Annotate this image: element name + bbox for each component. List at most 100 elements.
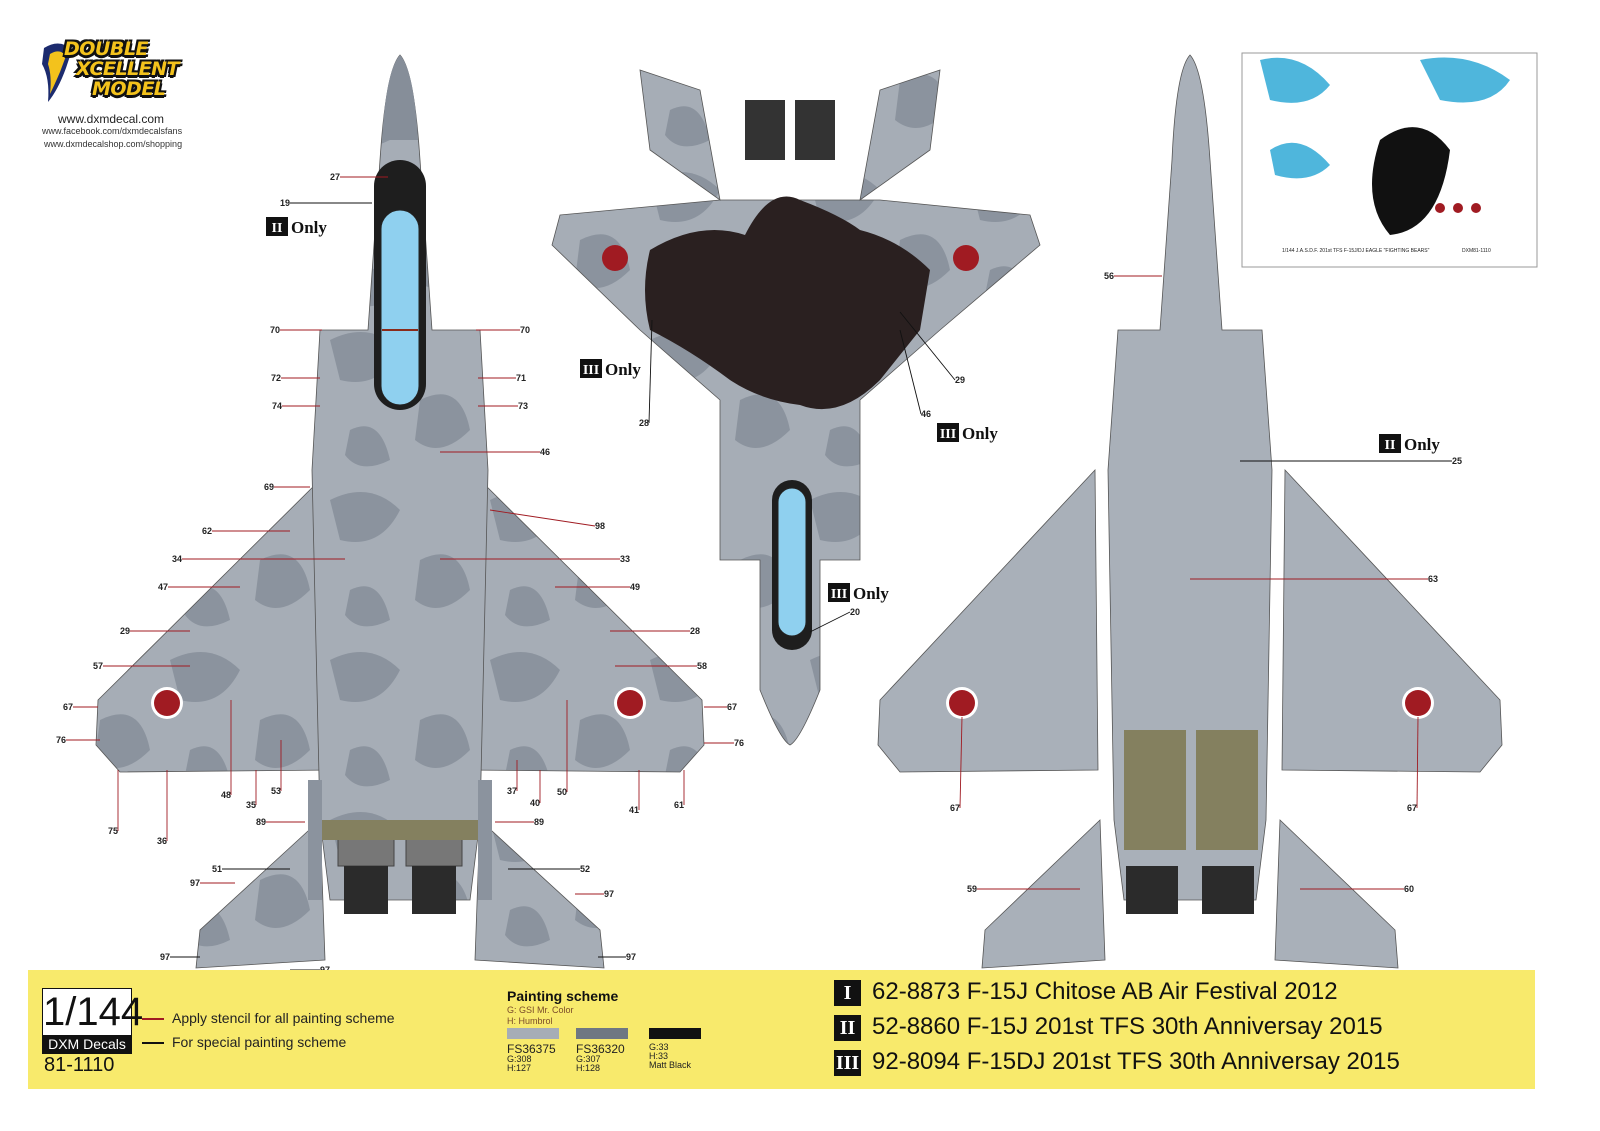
callout-number: 75: [108, 826, 118, 836]
callout-number: 29: [120, 626, 130, 636]
callout-number: 49: [630, 582, 640, 592]
key-black-line: For special painting scheme: [142, 1034, 346, 1050]
decal-sheet-preview: 1/144 J.A.S.D.F. 201st TFS F-15J/DJ EAGL…: [1241, 52, 1538, 268]
scale-badge: 1/144 DXM Decals: [42, 988, 144, 1054]
callout-number: 67: [1407, 803, 1417, 813]
callout-number: 57: [93, 661, 103, 671]
callout-number: 47: [158, 582, 168, 592]
callout-number: 34: [172, 554, 182, 564]
callout-number: 63: [1428, 574, 1438, 584]
callout-number: 52: [580, 864, 590, 874]
middle-view-aircraft: [551, 69, 1041, 746]
key-black-text: For special painting scheme: [172, 1034, 347, 1050]
swatch-name: FS36320: [576, 1042, 625, 1056]
painting-h-note: H: Humbrol: [507, 1016, 553, 1026]
callout-number: 59: [967, 884, 977, 894]
callout-number: 70: [270, 325, 280, 335]
callout-number: 29: [955, 375, 965, 385]
swatch-fs36320: [576, 1028, 628, 1039]
roman-numeral-badge: [937, 423, 959, 442]
roman-numeral-badge: [828, 583, 850, 602]
callout-number: 97: [160, 952, 170, 962]
callout-number: 37: [507, 786, 517, 796]
only-label: Only: [291, 218, 327, 237]
callout-number: 28: [690, 626, 700, 636]
callout-number: 60: [1404, 884, 1414, 894]
callout-number: 19: [280, 198, 290, 208]
facebook-link[interactable]: www.facebook.com/dxmdecalsfans: [42, 126, 183, 136]
painting-g-note: G: GSI Mr. Color: [507, 1005, 574, 1015]
scheme-text: 52-8860 F-15J 201st TFS 30th Anniversay …: [872, 1013, 1383, 1040]
logo-line-2: XCELLENT: [76, 58, 179, 80]
callout-leader-line: [648, 319, 653, 424]
only-label: Only: [962, 424, 998, 443]
swatch-extra: Matt Black: [649, 1060, 692, 1070]
swatch-fs36375: [507, 1028, 559, 1039]
callout-number: 41: [629, 805, 639, 815]
roman-numeral: II: [1385, 438, 1396, 453]
swatch-g: G:33: [649, 1042, 669, 1052]
swatch-matt-black: [649, 1028, 701, 1039]
decal-sheet-code: DXM81-1110: [1462, 248, 1491, 254]
logo-line-3: MODEL: [92, 78, 166, 100]
black-line-icon: [142, 1042, 164, 1045]
scale-text: 1/144: [43, 990, 144, 1034]
swatch-g: G:307: [576, 1054, 601, 1064]
website-link[interactable]: www.dxmdecal.com: [58, 112, 165, 126]
scale-brand: DXM Decals: [43, 1035, 131, 1053]
brand-logo: DOUBLE XCELLENT MODEL: [36, 38, 236, 106]
key-red-text: Apply stencil for all painting scheme: [172, 1010, 395, 1026]
callout-number: 70: [520, 325, 530, 335]
only-tag: II Only: [1379, 434, 1440, 454]
swatch-h: H:128: [576, 1063, 601, 1073]
shop-link[interactable]: www.dxmdecalshop.com/shopping: [44, 139, 183, 149]
callout-number: 61: [674, 800, 684, 810]
callout-number: 76: [56, 735, 66, 745]
eagle-logo-icon: [42, 43, 72, 102]
callout-number: 48: [221, 790, 231, 800]
scheme-roman: II: [834, 1015, 861, 1041]
scheme-roman: III: [834, 1050, 861, 1076]
callout-leader-line: [1416, 716, 1419, 809]
red-line-icon: [142, 1018, 164, 1021]
callout-number: 25: [1452, 456, 1462, 466]
swatch-h: H:33: [649, 1051, 669, 1061]
top-view-aircraft: [95, 54, 705, 969]
only-label: Only: [1404, 435, 1440, 454]
callout-leader-line: [809, 611, 851, 633]
callout-number: 98: [595, 521, 605, 531]
callout-number: 89: [534, 817, 544, 827]
scheme-text: 62-8873 F-15J Chitose AB Air Festival 20…: [872, 978, 1338, 1005]
callout-number: 53: [271, 786, 281, 796]
callout-number: 97: [626, 952, 636, 962]
scheme-text: 92-8094 F-15DJ 201st TFS 30th Anniversay…: [872, 1048, 1400, 1075]
legend-band: 1/144 DXM Decals 81-1110 Apply stencil f…: [28, 970, 1535, 1089]
callout-number: 20: [850, 607, 860, 617]
callout-number: 97: [604, 889, 614, 899]
callout-number: 89: [256, 817, 266, 827]
callout-number: 46: [921, 409, 931, 419]
callout-leader-line: [489, 509, 596, 527]
bottom-view-aircraft: [877, 54, 1503, 969]
callout-number: 67: [950, 803, 960, 813]
callout-number: 97: [190, 878, 200, 888]
callout-leader-line: [899, 329, 922, 415]
callout-number: 40: [530, 798, 540, 808]
decal-sheet-caption: 1/144 J.A.S.D.F. 201st TFS F-15J/DJ EAGL…: [1282, 248, 1430, 254]
scheme-roman: I: [834, 980, 861, 1006]
callout-number: 69: [264, 482, 274, 492]
swatch-name: FS36375: [507, 1042, 556, 1056]
callout-number: 76: [734, 738, 744, 748]
callout-number: 50: [557, 787, 567, 797]
callout-number: 71: [516, 373, 526, 383]
roman-numeral-badge: [580, 359, 602, 378]
callout-leader-line: [899, 311, 956, 381]
swatch-g: G:308: [507, 1054, 532, 1064]
catalog-number: 81-1110: [44, 1054, 115, 1076]
callout-number: 62: [202, 526, 212, 536]
